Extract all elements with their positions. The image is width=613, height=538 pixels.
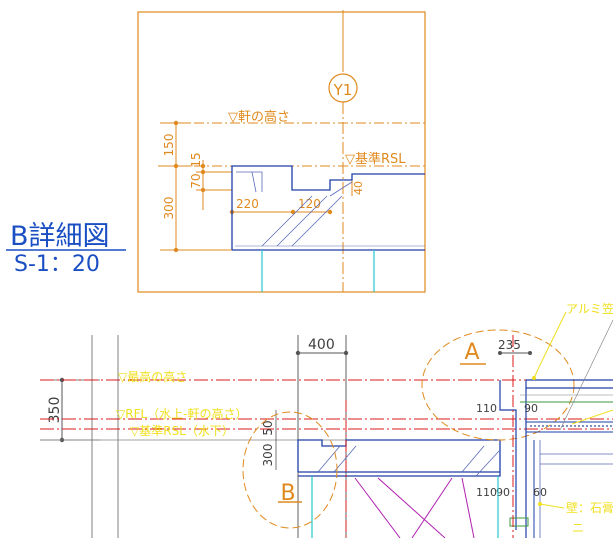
- dim-235: 235: [498, 338, 521, 352]
- structure-lines: [354, 477, 475, 538]
- lower-section: 350 ▽最高の高さ ▽RFL（水上-軒の高さ） ▽基準RSL（水下） 400 …: [40, 301, 613, 538]
- rsl-level-label: ▽基準RSL: [345, 151, 406, 167]
- dim-350: 350: [47, 397, 63, 424]
- dim-150: 150: [162, 134, 176, 157]
- detail-frame: [137, 11, 426, 293]
- label-rsl-level: ▽基準RSL（水下）: [130, 423, 234, 438]
- dim-300: 300: [162, 197, 176, 220]
- dim-70: 70: [189, 173, 203, 188]
- dim-220: 220: [236, 197, 259, 211]
- dim-50-plan: 50: [261, 420, 275, 435]
- slab-hatch: [261, 181, 353, 247]
- label-ni: ニ: [572, 521, 584, 535]
- dim-15: 15: [189, 152, 203, 167]
- label-alumi: アルミ笠: [566, 301, 613, 316]
- slab-section-outline: [231, 165, 425, 250]
- dim-60-lower: 60: [533, 486, 547, 499]
- dim-110-upper: 110: [476, 402, 497, 415]
- grid-label-y1: Y1: [333, 81, 353, 99]
- detail-b-section: Y1 ▽軒の高さ ▽基準RSL 150 15 70 300 220 120 40: [137, 10, 426, 293]
- dim-400: 400: [308, 337, 335, 353]
- leader-wall: [539, 503, 565, 509]
- leader-alumi: [533, 311, 567, 379]
- dim-110-lower: 110: [476, 486, 497, 499]
- parapet-hatch: [317, 445, 501, 477]
- label-wall: 壁：石膏: [566, 500, 613, 515]
- eave-level-label: ▽軒の高さ: [228, 109, 290, 125]
- callout-b-letter: B: [280, 481, 295, 506]
- dim-40: 40: [352, 181, 365, 195]
- label-top-level: ▽最高の高さ: [118, 369, 187, 384]
- detail-title: B詳細図: [10, 221, 110, 252]
- label-rfl-level: ▽RFL（水上-軒の高さ）: [116, 406, 248, 421]
- parapet-outline: [297, 439, 501, 477]
- detail-title-block: B詳細図 S-1：20: [6, 221, 126, 277]
- callout-b-circle: [242, 411, 338, 529]
- dim-90-upper: 90: [524, 402, 538, 415]
- dim-90-lower: 90: [496, 486, 510, 499]
- dim-300-plan: 300: [261, 444, 275, 467]
- grid-bubble-y1: [328, 73, 358, 103]
- detail-scale: S-1：20: [14, 252, 100, 277]
- callout-a-letter: A: [464, 340, 479, 365]
- callout-a-circle: [421, 329, 575, 441]
